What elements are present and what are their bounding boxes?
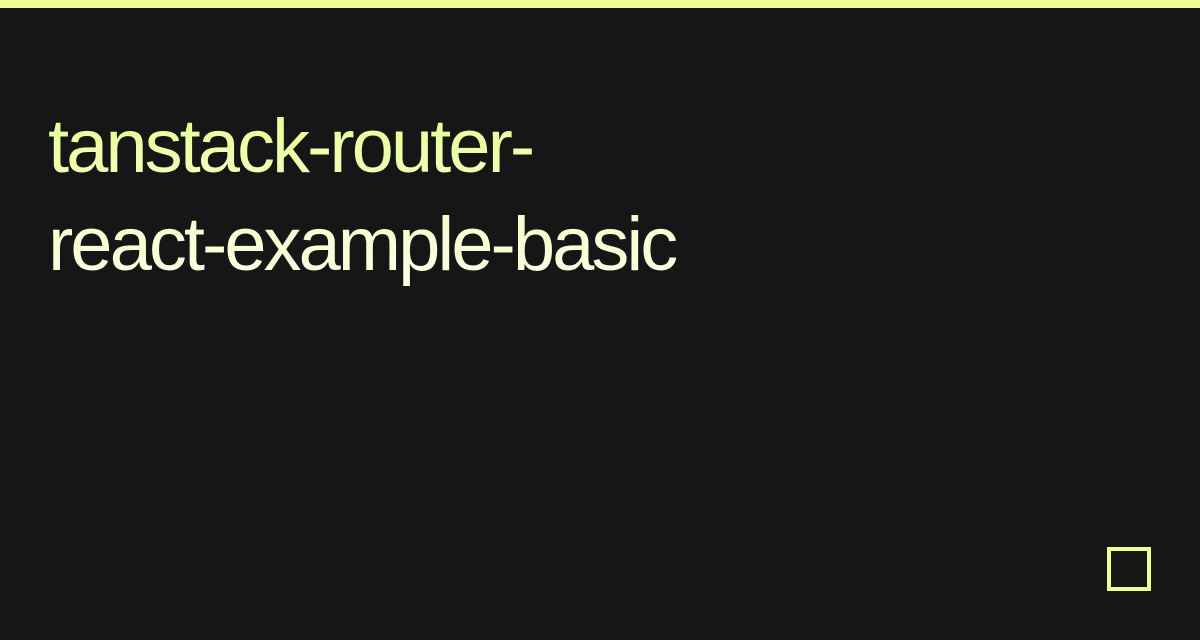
square-logo-icon [1107,547,1151,591]
title-line-1: tanstack-router- [48,104,533,189]
page-title: tanstack-router- react-example-basic [48,98,948,294]
top-accent-bar [0,0,1200,8]
title-line-2: react-example-basic [48,202,676,287]
